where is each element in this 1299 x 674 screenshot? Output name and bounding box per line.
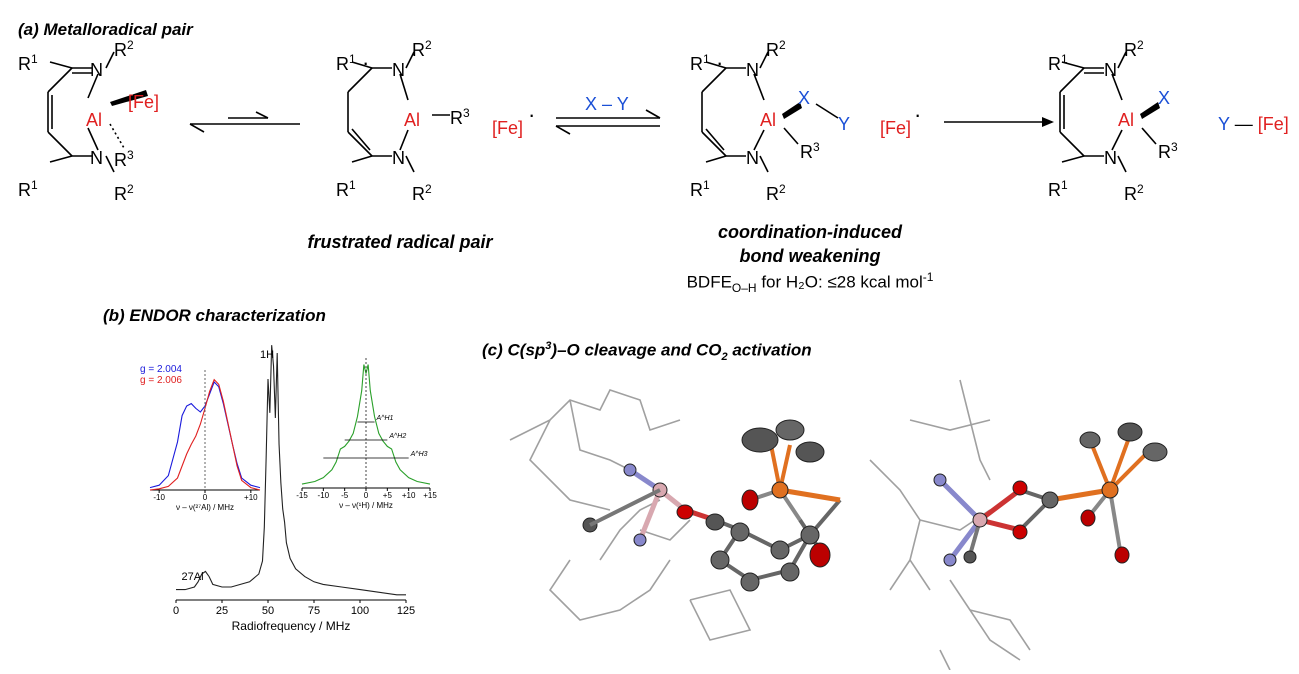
x-tick-label: -15	[296, 491, 308, 500]
svg-text:N: N	[746, 148, 759, 168]
x-tick-label: 0	[173, 605, 179, 617]
svg-text:R2: R2	[1124, 40, 1144, 60]
x-tick-label: +10	[402, 491, 416, 500]
series-line	[301, 364, 431, 485]
svg-text:N: N	[392, 148, 405, 168]
svg-text:·: ·	[528, 102, 535, 127]
atoms-left	[582, 419, 842, 592]
svg-text:R1: R1	[1048, 178, 1068, 200]
equilibrium-arrow-1	[189, 111, 300, 133]
panel-c-title: (c) C(sp3)–O cleavage and CO2 activation	[482, 340, 812, 364]
caption-coordination: coordination-induced	[718, 222, 902, 242]
x-tick-label: 75	[308, 605, 320, 617]
structure-2	[347, 51, 450, 173]
caption-bond-weakening: bond weakening	[739, 246, 881, 266]
svg-text:R2: R2	[766, 182, 786, 204]
svg-text:Y: Y	[838, 114, 850, 134]
x-tick-label: +5	[383, 491, 393, 500]
coupling-label: A^H2	[388, 433, 406, 440]
svg-text:R1: R1	[18, 178, 38, 200]
x-tick-label: -10	[153, 493, 165, 502]
svg-text:R3: R3	[114, 148, 134, 170]
svg-text:N: N	[1104, 148, 1117, 168]
x-tick-label: 125	[397, 605, 415, 617]
svg-text:R3: R3	[450, 106, 470, 128]
svg-text:Al: Al	[1118, 110, 1134, 130]
svg-text:R1: R1	[18, 52, 38, 74]
svg-text:R1: R1	[690, 52, 710, 74]
svg-text:R2: R2	[114, 182, 134, 204]
svg-text:N: N	[90, 60, 103, 80]
crystal-structure-left	[509, 389, 752, 641]
svg-text:·: ·	[914, 102, 921, 127]
x-tick-label: +15	[423, 491, 437, 500]
svg-text:·: ·	[362, 50, 369, 75]
x-tick-label: -5	[341, 491, 349, 500]
x-tick-label: 0	[203, 493, 208, 502]
svg-text:N: N	[746, 60, 759, 80]
svg-text:R3: R3	[1158, 140, 1178, 162]
peak-1H-label: 1H	[260, 349, 274, 361]
panel-b-title: (b) ENDOR characterization	[103, 306, 326, 325]
svg-text:R1: R1	[336, 178, 356, 200]
x-axis-label: Radiofrequency / MHz	[232, 619, 351, 633]
structure-1	[47, 51, 148, 173]
caption-frustrated: frustrated radical pair	[307, 232, 493, 252]
svg-text:Al: Al	[404, 110, 420, 130]
svg-text:[Fe]: [Fe]	[880, 118, 911, 138]
svg-text:Al: Al	[760, 110, 776, 130]
svg-text:N: N	[392, 60, 405, 80]
x-tick-label: -10	[318, 491, 330, 500]
series-line	[149, 378, 261, 491]
svg-text:X: X	[1158, 88, 1170, 108]
atoms-right	[933, 422, 1168, 567]
svg-text:N: N	[90, 148, 103, 168]
svg-text:·: ·	[716, 50, 723, 75]
x-tick-label: +10	[244, 493, 258, 502]
coupling-label: A^H1	[376, 415, 394, 422]
caption-bdfe: BDFEO–H for H₂O: ≤28 kcal mol-1	[686, 270, 934, 296]
structure-3	[701, 51, 839, 173]
panel-a-title: (a) Metalloradical pair	[18, 20, 193, 39]
legend-entry: g = 2.004	[140, 364, 182, 375]
svg-text:R1: R1	[1048, 52, 1068, 74]
svg-text:R2: R2	[412, 182, 432, 204]
legend-entry: g = 2.006	[140, 375, 182, 386]
svg-text:Al: Al	[86, 110, 102, 130]
x-tick-label: 0	[364, 491, 369, 500]
svg-text:Y — [Fe]: Y — [Fe]	[1218, 114, 1289, 134]
equilibrium-arrow-2	[555, 109, 661, 135]
structure-4	[1059, 51, 1160, 173]
svg-text:R2: R2	[1124, 182, 1144, 204]
series-line	[176, 345, 406, 596]
crystal-structure-right	[869, 379, 1031, 670]
x-axis-label: ν – ν(²⁷Al) / MHz	[176, 503, 234, 512]
svg-text:R2: R2	[114, 40, 134, 60]
reaction-arrow	[944, 117, 1054, 127]
x-tick-label: 100	[351, 605, 369, 617]
scheme-a: R1 N R2 Al [Fe] R3 N R2 R1 R1 · N R2 Al …	[18, 40, 1289, 204]
svg-text:R2: R2	[766, 40, 786, 60]
svg-text:R3: R3	[800, 140, 820, 162]
svg-text:R1: R1	[690, 178, 710, 200]
x-axis-label: ν – ν(¹H) / MHz	[339, 501, 393, 510]
crystal-structures	[509, 379, 1168, 670]
peak-27Al-label: 27Al	[182, 571, 204, 583]
x-tick-label: 25	[216, 605, 228, 617]
svg-text:[Fe]: [Fe]	[128, 92, 159, 112]
svg-text:X – Y: X – Y	[585, 94, 629, 114]
svg-text:X: X	[798, 88, 810, 108]
x-tick-label: 50	[262, 605, 274, 617]
svg-text:N: N	[1104, 60, 1117, 80]
svg-text:R2: R2	[412, 40, 432, 60]
svg-text:[Fe]: [Fe]	[492, 118, 523, 138]
svg-text:R1: R1	[336, 52, 356, 74]
coupling-label: A^H3	[410, 451, 428, 458]
